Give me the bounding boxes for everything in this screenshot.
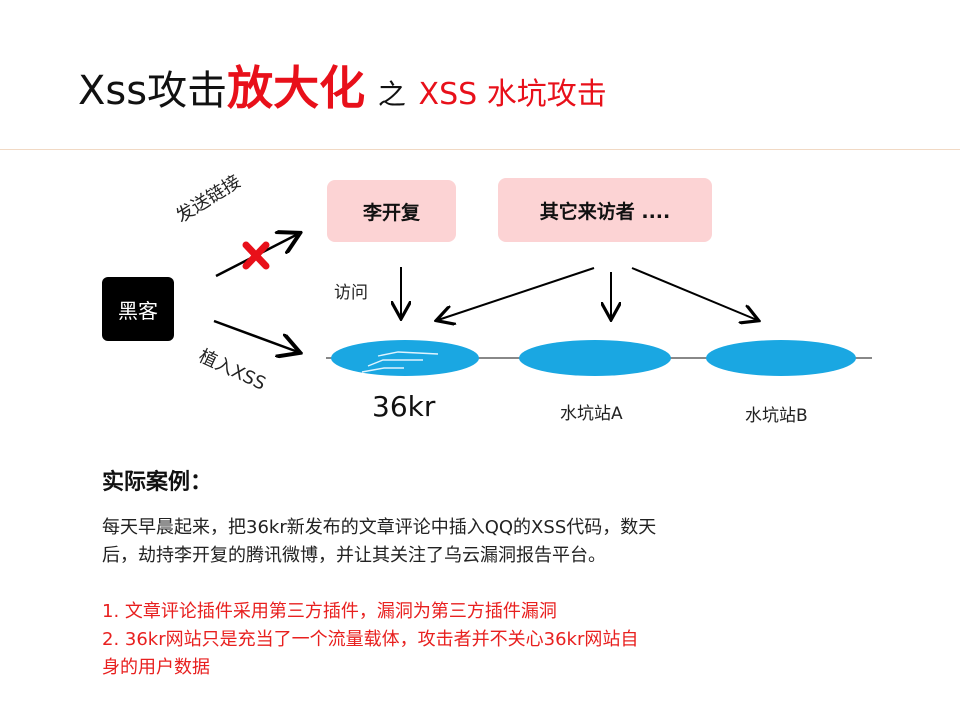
visitor-arrow-36kr (438, 267, 595, 320)
other-visitors-box: 其它来访者 .... (498, 178, 712, 242)
blocked-cross-icon (242, 241, 270, 270)
title-subject: XSS 水坑攻击 (418, 77, 607, 112)
site-b-label: 水坑站B (745, 406, 808, 426)
hacker-box: 黑客 (102, 277, 174, 341)
case-point: 2. 36kr网站只是充当了一个流量载体，攻击者并不关心36kr网站自 (102, 629, 639, 650)
site-36kr-label: 36kr (372, 390, 436, 423)
case-points: 1. 文章评论插件采用第三方插件，漏洞为第三方插件漏洞 2. 36kr网站只是充… (102, 598, 638, 682)
slide-title: Xss攻击放大化 之 XSS 水坑攻击 (78, 52, 607, 118)
title-emphasis: 放大化 (227, 61, 366, 115)
plant-xss-arrow (213, 319, 298, 352)
case-heading: 实际案例： (102, 470, 213, 495)
title-part3: 之 (377, 78, 406, 111)
site-b-pool (706, 340, 856, 376)
visit-label: 访问 (334, 283, 368, 303)
case-line: 后，劫持李开复的腾讯微博，并让其关注了乌云漏洞报告平台。 (102, 545, 606, 566)
target-user-box: 李开复 (327, 180, 456, 242)
case-paragraph: 每天早晨起来，把36kr新发布的文章评论中插入QQ的XSS代码，数天 后，劫持李… (102, 514, 656, 570)
divider (0, 149, 960, 150)
visitor-arrow-b (631, 267, 757, 320)
site-a-label: 水坑站A (560, 404, 623, 424)
site-a-pool (519, 340, 671, 376)
case-line: 每天早晨起来，把36kr新发布的文章评论中插入QQ的XSS代码，数天 (102, 517, 657, 538)
site-36kr-pool (331, 340, 479, 376)
title-part1: Xss攻击 (78, 68, 228, 114)
case-point: 身的用户数据 (102, 657, 210, 678)
case-point: 1. 文章评论插件采用第三方插件，漏洞为第三方插件漏洞 (102, 601, 557, 622)
